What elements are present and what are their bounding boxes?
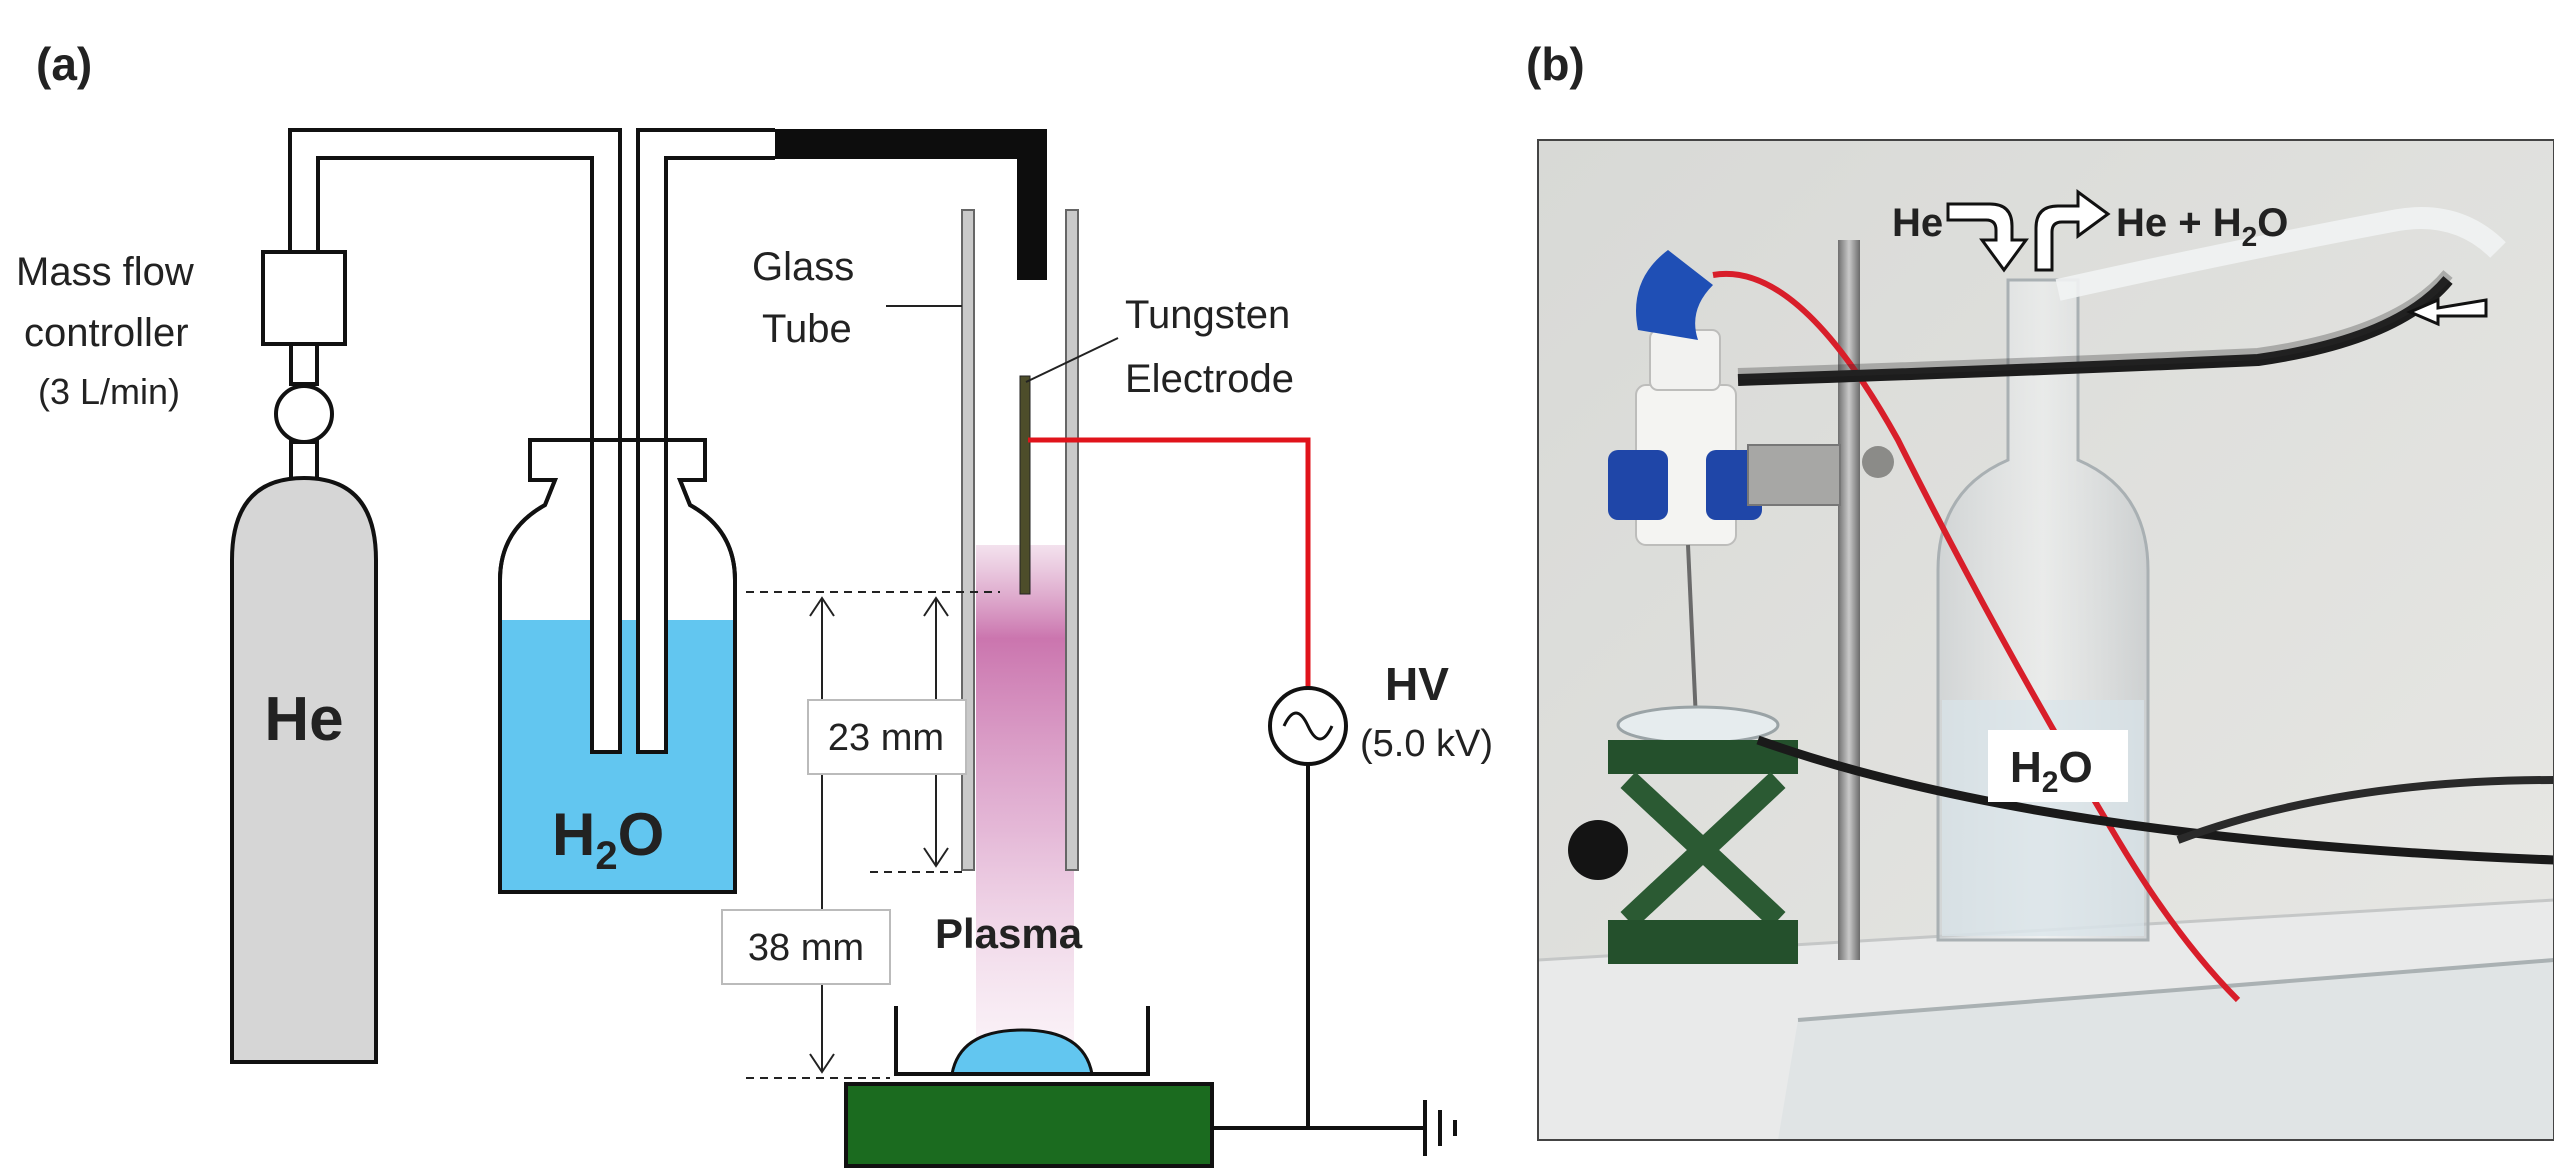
electrode-label-line1: Tungsten (1125, 293, 1290, 337)
panel-b-label: (b) (1526, 38, 1585, 90)
photo-red-wire (1712, 270, 2241, 1003)
glass-tube-label-line1: Glass (752, 245, 854, 289)
photo-lab-jack-scissors (1620, 771, 1786, 929)
plasma-glow (976, 545, 1074, 1065)
photo-ground-cable (1756, 735, 2554, 865)
glass-tube-right-wall (1065, 209, 1079, 871)
tungsten-electrode (1019, 375, 1031, 595)
hv-value: (5.0 kV) (1360, 723, 1493, 765)
sample-stage (844, 1082, 1214, 1168)
dim-short-label: 23 mm (828, 717, 944, 759)
water-droplet (950, 1028, 1094, 1076)
photo-inflow-label: He (1892, 201, 1943, 245)
panel-b-photo: (b) (1526, 38, 2554, 1141)
photo-needle (1686, 544, 1698, 721)
electrode-leader (1025, 337, 1119, 383)
ac-sine (1282, 711, 1334, 741)
dim-short-box (807, 699, 967, 775)
glass-tube-label-line2: Tube (762, 307, 852, 351)
photo-water-label-box (1988, 730, 2128, 802)
pressure-regulator (274, 384, 334, 444)
dim-long-label: 38 mm (748, 927, 864, 969)
photo-frame (1537, 139, 2554, 1141)
photo-blue-connector (1636, 250, 1713, 340)
mfc-stem (289, 342, 319, 386)
mfc-label-line1: Mass flow (16, 250, 194, 294)
hv-wire (1028, 437, 1311, 688)
hv-label: HV (1385, 658, 1449, 710)
cylinder-valve-neck (289, 440, 319, 482)
helium-cylinder (230, 475, 378, 1064)
cylinder-label: He (264, 685, 343, 754)
photo-flow-direction-arrow (2406, 297, 2488, 327)
photo-petri-dish (1616, 705, 1780, 745)
black-hose (775, 129, 1047, 280)
mfc-label-line2: controller (24, 311, 189, 355)
photo-outflow-arrow (2034, 189, 2111, 272)
panel-a-label: (a) (36, 38, 92, 90)
photo-acrylic-block (1778, 960, 2554, 1140)
photo-outflow-label: He + H2O (2116, 201, 2288, 252)
plasma-label: Plasma (935, 910, 1083, 957)
bottle-water-label: H2O (552, 801, 664, 878)
electrode-label-line2: Electrode (1125, 357, 1294, 401)
panel-a-diagram: (a) Mass flow controller (3 L/min) He (16, 38, 1493, 1168)
ground-wire (1306, 764, 1425, 1130)
ground-symbol (1423, 1100, 1457, 1156)
photo-stand-rod (1838, 240, 1860, 960)
flow-rate-label: (3 L/min) (38, 371, 180, 412)
bottle-tubes (590, 440, 668, 754)
petri-dish (894, 1006, 1150, 1076)
photo-outlet-tube (2055, 207, 2506, 301)
bottle-water (502, 620, 733, 890)
photo-black-hose (1737, 276, 2453, 386)
photo-water-label: H2O (2010, 743, 2093, 799)
mass-flow-controller-box (261, 250, 347, 346)
photo-inflow-arrow (1946, 202, 2029, 273)
photo-clamp (1747, 444, 1841, 506)
dim-long-box (721, 909, 891, 985)
